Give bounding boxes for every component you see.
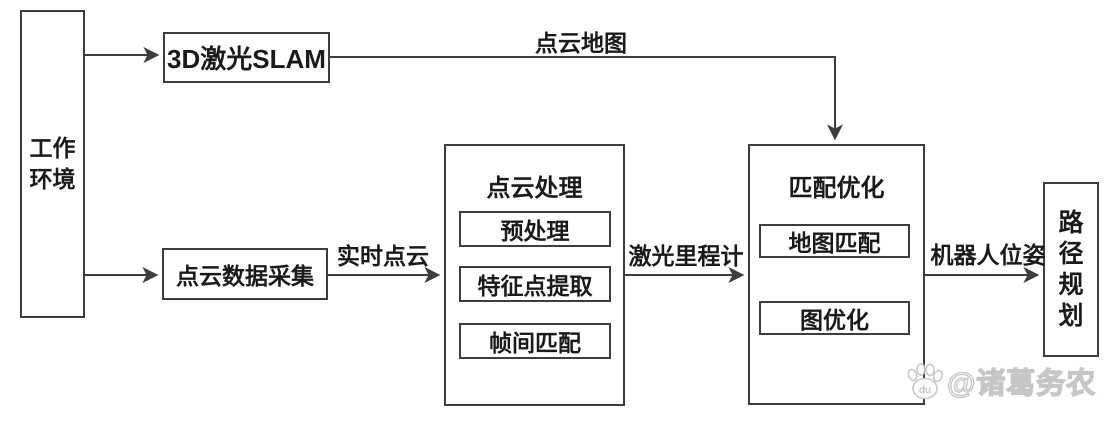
path-planning-box: 路径规划 [1043, 182, 1099, 357]
preprocessing-box: 预处理 [459, 211, 611, 247]
feature-extraction-box: 特征点提取 [459, 266, 611, 302]
work-environment-box: 工作 环境 [20, 10, 85, 318]
baidu-paw-icon: du [907, 363, 943, 400]
slam-3d-box: 3D激光SLAM [163, 32, 330, 83]
map-matching-box: 地图匹配 [759, 224, 910, 258]
watermark-handle: @诸葛务农 [946, 367, 1097, 400]
point-cloud-processing-box: 点云处理 预处理 特征点提取 帧间匹配 [444, 144, 625, 406]
match-optimization-box: 匹配优化 地图匹配 图优化 [748, 144, 925, 405]
paw-icon-text: du [919, 385, 931, 396]
point-cloud-processing-title: 点云处理 [486, 175, 583, 202]
path-planning-label: 路径规划 [1058, 208, 1084, 330]
match-optimization-title: 匹配优化 [788, 175, 885, 202]
graph-optimization-box: 图优化 [759, 301, 910, 335]
edge-label-robot-pose: 机器人位姿 [930, 242, 1046, 268]
edge-label-point-cloud-map: 点云地图 [535, 30, 627, 56]
point-cloud-collect-box: 点云数据采集 [162, 248, 328, 300]
edge-label-realtime-point-cloud: 实时点云 [337, 243, 429, 269]
edge-label-laser-odometry: 激光里程计 [628, 243, 744, 269]
frame-matching-box: 帧间匹配 [459, 323, 611, 359]
watermark: du @诸葛务农 [904, 360, 1096, 402]
arrow-slam-to-matchopt [330, 56, 843, 141]
